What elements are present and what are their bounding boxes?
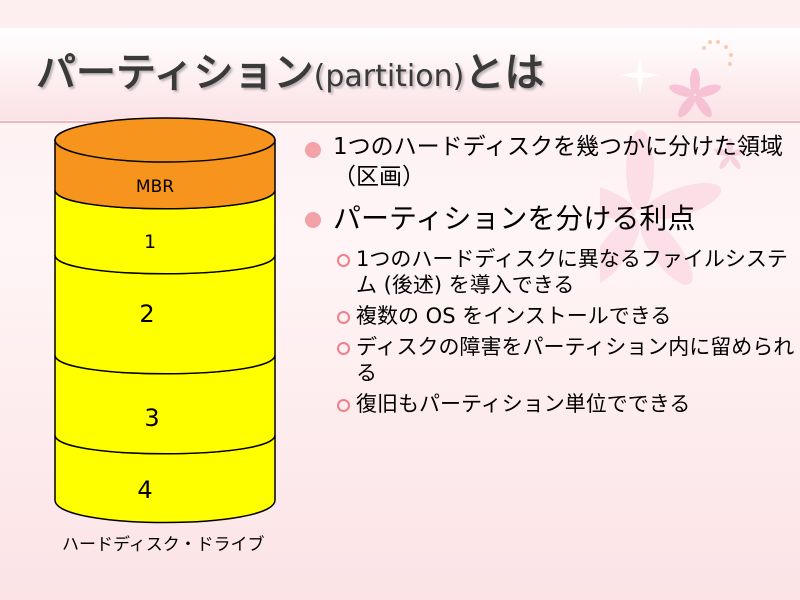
title-jp-suffix: とは <box>464 50 545 96</box>
sub-bullet-item: ディスクの障害をパーティション内に留められる <box>337 334 795 386</box>
ring-bullet-icon <box>337 399 350 412</box>
bullet-item: 1つのハードディスクを幾つかに分けた領域（区画） <box>295 132 795 192</box>
disk-caption: ハードディスク・ドライブ <box>62 535 265 555</box>
bullet-text: 1つのハードディスクを幾つかに分けた領域（区画） <box>333 134 784 190</box>
sub-bullet-text: 復旧もパーティション単位でできる <box>356 392 691 416</box>
partition-label-3: 3 <box>144 404 159 432</box>
ring-bullet-icon <box>337 342 350 355</box>
bullet-dot-icon <box>305 212 321 228</box>
disk-diagram: MBR 1 2 3 4 <box>54 117 276 524</box>
sub-bullet-text: 1つのハードディスクに異なるファイルシステム (後述) を導入できる <box>356 247 788 297</box>
title-divider <box>0 121 800 123</box>
flower-decoration-icon <box>600 40 747 285</box>
title-en: (partition) <box>313 59 465 94</box>
partition-label-mbr: MBR <box>136 177 174 197</box>
partition-label-1: 1 <box>144 231 156 253</box>
bullet-item: パーティションを分ける利点 <box>295 202 795 236</box>
title-bar <box>0 28 800 120</box>
bullet-dot-icon <box>305 142 321 158</box>
disk-top-cap <box>54 117 276 163</box>
sub-bullet-item: 復旧もパーティション単位でできる <box>337 391 795 417</box>
ring-bullet-icon <box>337 254 350 267</box>
title-jp-prefix: パーティション <box>36 50 314 96</box>
bullet-list: 1つのハードディスクを幾つかに分けた領域（区画） パーティションを分ける利点 1… <box>295 132 795 422</box>
page-title: パーティション(partition)とは <box>36 40 544 98</box>
sub-bullet-list: 1つのハードディスクに異なるファイルシステム (後述) を導入できる 複数の O… <box>337 246 795 417</box>
partition-label-2: 2 <box>139 300 154 328</box>
sub-bullet-item: 1つのハードディスクに異なるファイルシステム (後述) を導入できる <box>337 246 795 298</box>
sub-bullet-item: 複数の OS をインストールできる <box>337 303 795 329</box>
ring-bullet-icon <box>337 311 350 324</box>
sub-bullet-text: 複数の OS をインストールできる <box>356 304 672 328</box>
partition-label-4: 4 <box>137 476 152 504</box>
bullet-text: パーティションを分ける利点 <box>333 202 696 235</box>
sub-bullet-text: ディスクの障害をパーティション内に留められる <box>356 335 795 385</box>
